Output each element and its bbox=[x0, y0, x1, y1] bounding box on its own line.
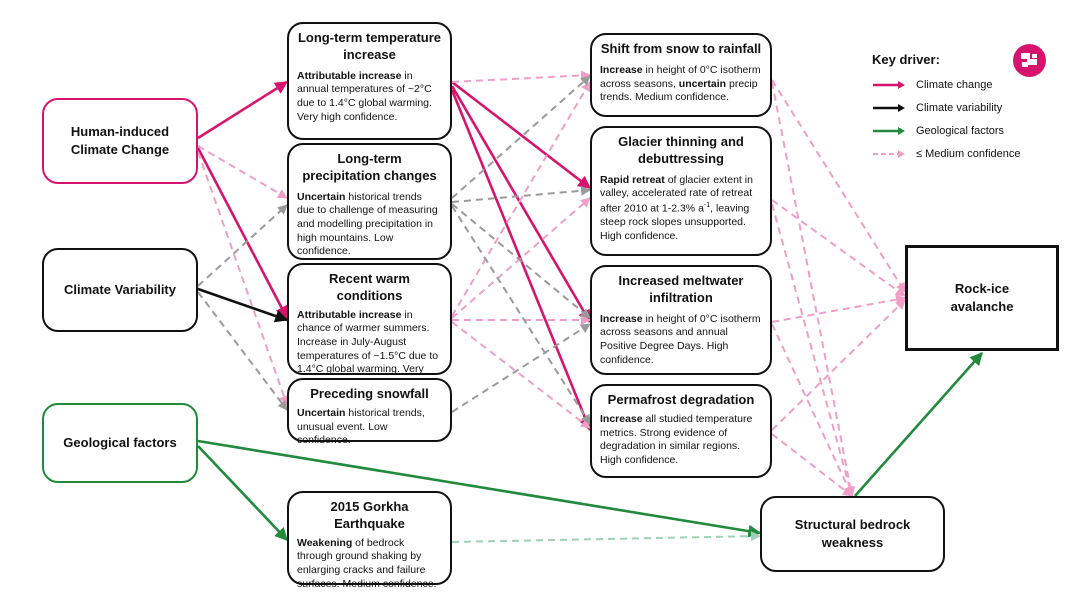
climate-variability-label: Climate Variability bbox=[64, 282, 176, 298]
node-body: Attributable increase in annual temperat… bbox=[297, 69, 432, 123]
node-title: Increased meltwater infiltration bbox=[618, 273, 744, 305]
arrow-warm-to-glacier bbox=[451, 197, 591, 319]
node-body: Increase all studied temperature metrics… bbox=[600, 412, 753, 466]
human-climate-change-label: Human-induced Climate Change bbox=[70, 124, 170, 157]
legend-item-climate-change: Climate change bbox=[872, 73, 1020, 96]
legend: Key driver: Climate change Climate varia… bbox=[872, 52, 1020, 165]
recent-warm-conditions-node: Recent warm conditions Attributable incr… bbox=[287, 263, 452, 389]
arrow-warm-to-permafrost bbox=[451, 321, 591, 429]
arrow-variability-to-precip bbox=[197, 204, 288, 287]
gorkha-earthquake-node: 2015 Gorkha Earthquake Weakening of bedr… bbox=[287, 491, 452, 590]
arrow-meltwater-to-bedrock bbox=[771, 323, 853, 497]
legend-item-medium-confidence: ≤ Medium confidence bbox=[872, 142, 1020, 165]
arrow-permafrost-to-avalanche bbox=[771, 299, 906, 431]
node-title: Long-term precipitation changes bbox=[302, 151, 437, 183]
arrow-glacier-to-bedrock bbox=[771, 203, 855, 497]
long-term-temperature-node: Long-term temperature increase Attributa… bbox=[287, 22, 452, 140]
geological-factors-node: Geological factors bbox=[42, 403, 198, 483]
arrow-rainfall-to-avalanche bbox=[771, 79, 906, 293]
permafrost-degradation-node: Permafrost degradation Increase all stud… bbox=[590, 384, 772, 478]
node-body: Increase in height of 0°C isotherm acros… bbox=[600, 63, 761, 104]
snow-to-rainfall-node: Shift from snow to rainfall Increase in … bbox=[590, 33, 772, 117]
arrow-warm-to-rainfall bbox=[451, 81, 591, 317]
arrow-human-to-snowfall bbox=[197, 151, 289, 406]
arrow-temp-to-meltwater bbox=[450, 85, 592, 324]
arrow-permafrost-to-bedrock bbox=[771, 433, 853, 497]
arrow-temp-to-glacier bbox=[451, 80, 592, 190]
avalanche-label: Rock-ice avalanche bbox=[950, 280, 1014, 314]
arrow-geological-to-bedrock bbox=[197, 439, 762, 538]
arrow-variability-to-snowfall bbox=[197, 291, 288, 411]
node-title: Permafrost degradation bbox=[607, 392, 755, 407]
arrow-human-to-temp bbox=[197, 80, 289, 140]
node-title: Shift from snow to rainfall bbox=[600, 41, 762, 56]
arrow-human-to-precip bbox=[197, 145, 288, 199]
geological-factors-label: Geological factors bbox=[63, 435, 177, 451]
node-body: Rapid retreat of glacier extent in valle… bbox=[600, 173, 753, 242]
node-title: 2015 Gorkha Earthquake bbox=[330, 499, 409, 531]
node-title: Preceding snowfall bbox=[310, 386, 429, 401]
glacier-thinning-node: Glacier thinning and debuttressing Rapid… bbox=[590, 126, 772, 256]
arrow-rainfall-to-bedrock bbox=[771, 81, 856, 497]
human-climate-change-node: Human-induced Climate Change bbox=[42, 98, 198, 184]
legend-title: Key driver: bbox=[872, 52, 940, 67]
arrow-precip-to-meltwater bbox=[451, 203, 591, 319]
node-body: Uncertain historical trends, unusual eve… bbox=[297, 406, 425, 447]
arrow-geological-to-quake bbox=[197, 445, 288, 541]
node-body: Weakening of bedrock through ground shak… bbox=[297, 536, 437, 590]
org-logo-icon bbox=[1013, 44, 1046, 77]
arrow-precip-to-permafrost bbox=[451, 205, 591, 425]
node-title: Long-term temperature increase bbox=[297, 30, 442, 62]
meltwater-infiltration-node: Increased meltwater infiltration Increas… bbox=[590, 265, 772, 375]
arrow-variability-to-warm bbox=[197, 287, 289, 323]
arrow-temp-to-rainfall bbox=[451, 70, 591, 83]
bedrock-weakness-label: Structural bedrock weakness bbox=[794, 517, 911, 550]
node-body: Uncertain historical trends due to chall… bbox=[297, 190, 438, 258]
structural-bedrock-weakness-node: Structural bedrock weakness bbox=[760, 496, 945, 572]
legend-item-geological: Geological factors bbox=[872, 119, 1020, 142]
climate-variability-node: Climate Variability bbox=[42, 248, 198, 332]
rock-ice-avalanche-node: Rock-ice avalanche bbox=[905, 245, 1059, 351]
arrow-bedrock-to-avalanche bbox=[854, 352, 983, 497]
node-body: Increase in height of 0°C isotherm acros… bbox=[600, 312, 761, 366]
node-title: Recent warm conditions bbox=[329, 271, 410, 303]
arrow-human-to-warm bbox=[196, 147, 289, 320]
long-term-precipitation-node: Long-term precipitation changes Uncertai… bbox=[287, 143, 452, 260]
legend-item-climate-variability: Climate variability bbox=[872, 96, 1020, 119]
arrow-glacier-to-avalanche bbox=[771, 199, 906, 297]
arrow-precip-to-rainfall bbox=[451, 75, 591, 199]
arrow-meltwater-to-avalanche bbox=[771, 294, 906, 323]
arrow-quake-to-bedrock bbox=[451, 531, 761, 543]
node-title: Glacier thinning and debuttressing bbox=[618, 134, 744, 166]
arrow-snowfall-to-meltwater bbox=[451, 323, 591, 413]
preceding-snowfall-node: Preceding snowfall Uncertain historical … bbox=[287, 378, 452, 446]
